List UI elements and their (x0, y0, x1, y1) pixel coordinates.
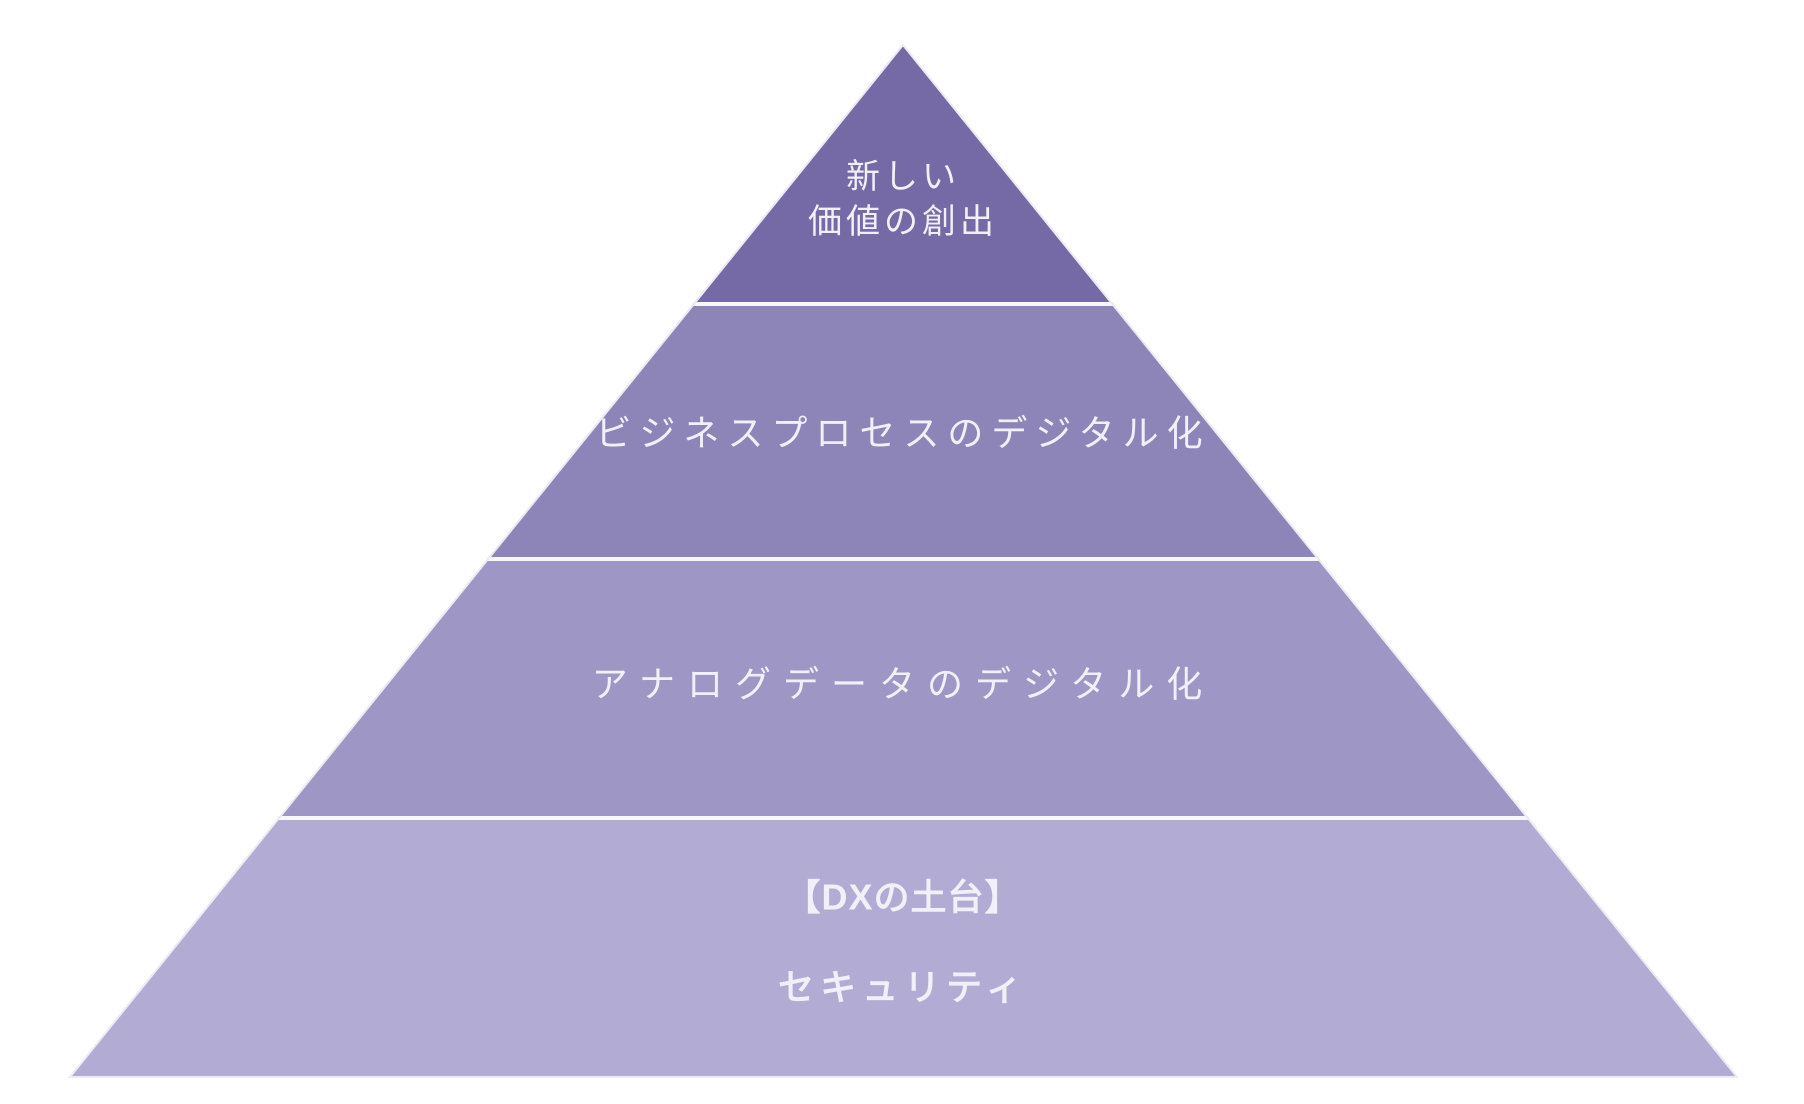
tier-1-label-line-2: 価値の創出 (808, 203, 998, 241)
tier-1-label-line-1: 新しい (846, 158, 960, 196)
pyramid-tier-4-shape (70, 818, 1737, 1077)
pyramid-outline (67, 43, 1740, 1078)
tier-4-label-line-1: 【DXの土台】 (784, 877, 1021, 918)
pyramid-tier-3-shape (279, 559, 1527, 818)
tier-4-label-line-2: セキュリティ (778, 967, 1028, 1008)
pyramid-tier-2-shape (488, 304, 1318, 559)
tier-3-label: アナログデータのデジタル化 (592, 664, 1215, 705)
tier-2-label: ビジネスプロセスのデジタル化 (595, 413, 1210, 454)
pyramid-tier-1-shape (694, 45, 1112, 304)
